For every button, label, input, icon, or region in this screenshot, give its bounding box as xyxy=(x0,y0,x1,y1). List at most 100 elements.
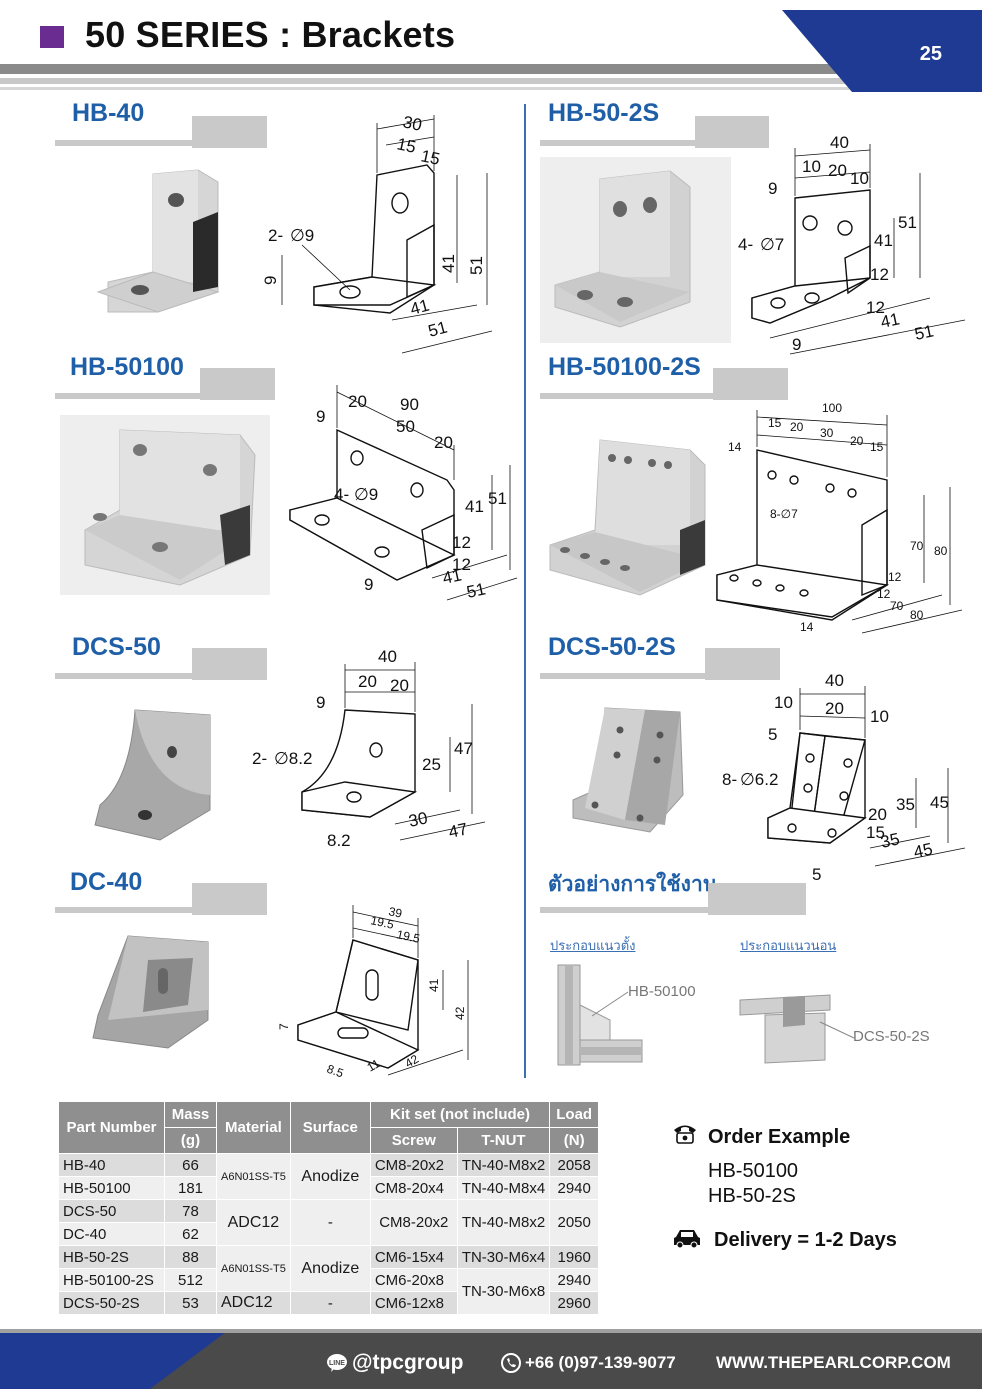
cell-part: HB-50100-2S xyxy=(58,1268,165,1292)
header-rule xyxy=(0,64,860,74)
cell-load: 2940 xyxy=(549,1176,600,1200)
cell-mass: 512 xyxy=(164,1268,217,1292)
cell-tnut: TN-40-M8x4 xyxy=(456,1176,551,1200)
section-tab xyxy=(192,648,267,680)
dim-label: 20 xyxy=(390,676,409,695)
dim-label: 19.5 xyxy=(369,913,395,932)
dim-label: 51 xyxy=(488,489,507,508)
col-header-load-unit: (N) xyxy=(549,1127,600,1154)
section-rule xyxy=(540,393,788,399)
dim-label: 40 xyxy=(378,647,397,666)
dim-label: 35 xyxy=(879,829,901,852)
section-tab xyxy=(708,883,806,915)
table-row: HB-40 66 A6N01SS-T5 Anodize CM8-20x2 TN-… xyxy=(58,1153,600,1200)
cell-tnut: TN-30-M6x8 xyxy=(456,1268,551,1315)
table-row: HB-50100-2S 512 CM6-20x8 TN-30-M6x8 2940 xyxy=(58,1268,600,1315)
dim-label: 70 xyxy=(910,539,924,553)
dim-label: 9 xyxy=(316,693,325,712)
dim-label: 14 xyxy=(800,620,814,634)
section-tab xyxy=(695,116,769,148)
footer-phone: +66 (0)97-139-9077 xyxy=(525,1353,676,1372)
dim-label: 51 xyxy=(426,318,449,341)
dim-label: 12 xyxy=(888,570,902,584)
header-rule-light xyxy=(0,78,982,84)
cell-material: ADC12 xyxy=(216,1291,291,1315)
cell-material: A6N01SS-T5 xyxy=(216,1245,291,1292)
dim-label: 41 xyxy=(874,231,893,250)
section-rule xyxy=(55,393,275,399)
col-header-load: Load xyxy=(549,1101,600,1128)
cell-mass: 53 xyxy=(164,1291,217,1315)
cell-screw: CM6-20x8 xyxy=(369,1268,458,1292)
table-row: HB-50-2S 88 A6N01SS-T5 Anodize CM6-15x4 … xyxy=(58,1245,600,1292)
dim-label: 41 xyxy=(465,497,484,516)
cell-mass: 88 xyxy=(164,1245,217,1269)
dim-label: 9 xyxy=(768,179,777,198)
dim-label: 4- xyxy=(334,485,349,504)
dim-label: 51 xyxy=(898,213,917,232)
dim-label: 8.5 xyxy=(325,1062,346,1081)
dim-label: 10 xyxy=(870,707,889,726)
cell-screw: CM8-20x2 xyxy=(369,1199,458,1246)
table-row: DCS-50 78 ADC12 - CM8-20x2 TN-40-M8x2 20… xyxy=(58,1199,600,1246)
phone-icon xyxy=(501,1353,521,1373)
dim-label: 15 xyxy=(768,416,782,430)
dim-label: 41 xyxy=(879,309,901,332)
car-icon xyxy=(674,1230,700,1249)
section-rule xyxy=(55,673,267,679)
dim-label: 20 xyxy=(825,699,844,718)
dim-label: 42 xyxy=(403,1052,422,1071)
cell-screw: CM8-20x4 xyxy=(369,1176,458,1200)
dim-label: 12 xyxy=(866,298,885,317)
cell-surface: Anodize xyxy=(289,1153,371,1200)
dim-label: 35 xyxy=(896,795,915,814)
dim-label: 42 xyxy=(453,1006,467,1020)
callout-line xyxy=(591,991,629,1017)
vertical-callout: HB-50100 xyxy=(628,983,696,1000)
dim-label: 7 xyxy=(277,1023,291,1030)
page-number: 25 xyxy=(919,43,942,65)
dim-label: 10 xyxy=(802,157,821,176)
dim-label: 20 xyxy=(868,805,887,824)
technical-drawing-hb-50100: 9 20 90 50 20 4- ∅9 41 51 12 12 9 41 51 xyxy=(282,380,522,605)
section-title-hb-50100-2s: HB-50100-2S xyxy=(548,353,701,381)
column-divider xyxy=(524,104,526,1078)
section-tab xyxy=(705,648,780,680)
dim-label: 45 xyxy=(930,793,949,812)
col-header-material: Material xyxy=(216,1101,291,1154)
line-app-icon: LINE xyxy=(327,1354,347,1372)
dim-label: 12 xyxy=(452,555,471,574)
dim-label: 40 xyxy=(830,133,849,152)
section-title-hb-40: HB-40 xyxy=(72,99,145,127)
dim-label: 51 xyxy=(465,579,487,602)
dim-label: 15 xyxy=(395,134,417,157)
cell-part: DCS-50 xyxy=(58,1199,165,1223)
cell-mass: 78 xyxy=(164,1199,217,1223)
dim-label: 20 xyxy=(434,433,453,452)
dim-label: 12 xyxy=(452,533,471,552)
dim-label: 20 xyxy=(348,392,367,411)
cell-surface: Anodize xyxy=(289,1245,371,1292)
section-tab xyxy=(200,368,275,400)
dim-label: 80 xyxy=(910,608,924,622)
section-tab xyxy=(192,116,267,148)
cell-screw: CM8-20x2 xyxy=(369,1153,458,1177)
product-photo-dcs-50-2s xyxy=(565,700,690,840)
svg-text:LINE: LINE xyxy=(329,1360,345,1367)
footer-line-id: @tpcgroup xyxy=(352,1351,464,1374)
dim-label: 20 xyxy=(828,161,847,180)
cell-tnut: TN-40-M8x2 xyxy=(456,1199,551,1246)
dim-label: 2- xyxy=(252,749,267,768)
section-title-hb-50100: HB-50100 xyxy=(70,353,184,381)
cell-tnut: TN-30-M6x4 xyxy=(456,1245,551,1269)
dim-label: 45 xyxy=(912,839,934,862)
col-header-kit-set: Kit set (not include) xyxy=(369,1101,551,1128)
section-tab xyxy=(713,368,788,400)
dim-label: ∅6.2 xyxy=(740,770,778,789)
section-rule xyxy=(540,907,806,913)
order-example-item: HB-50100 xyxy=(708,1160,799,1182)
horizontal-assembly-label: ประกอบแนวนอน xyxy=(740,939,837,954)
dim-label: 20 xyxy=(790,420,804,434)
product-photo-hb-50100 xyxy=(60,415,270,595)
dim-label: 80 xyxy=(934,544,948,558)
